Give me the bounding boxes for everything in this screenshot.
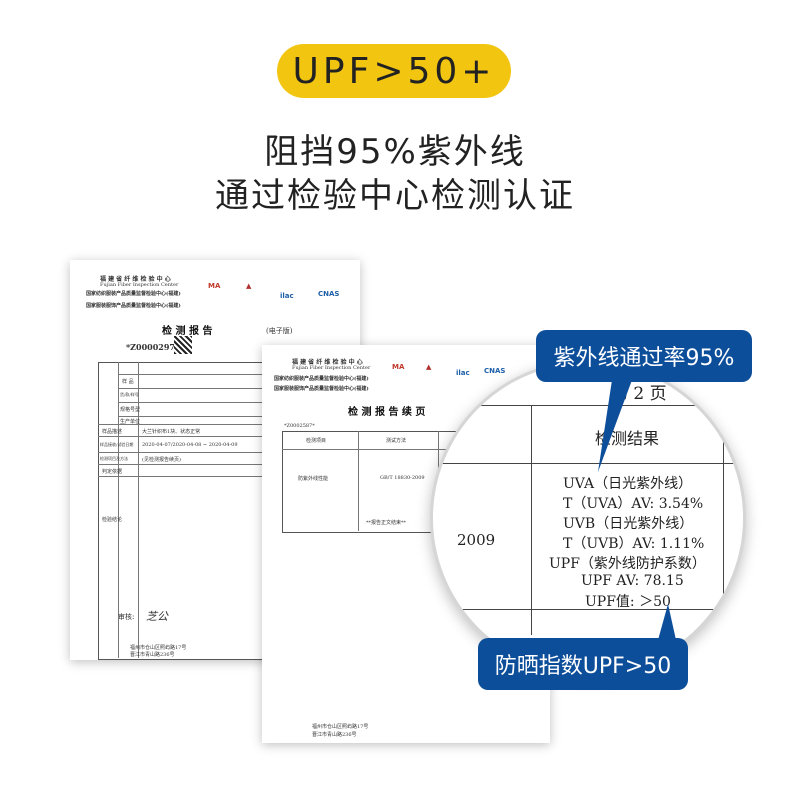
footer-address-2: 晋江市青山路236号 <box>130 652 175 658</box>
reviewer-label: 审核: <box>118 613 135 621</box>
row-label-method: 检测项目及方法 <box>100 456 128 461</box>
footer2-address-1: 福州市仓山区照屿路17号 <box>312 724 369 730</box>
test-dates: 2020-04-07/2020-04-08 ~ 2020-04-09 <box>142 442 238 448</box>
continuation-barcode: *Z0002587* <box>284 423 315 429</box>
ilac-logo-2: ▲ <box>426 363 432 371</box>
row-label-maker: 生产单位 <box>120 419 141 425</box>
headline-line-2: 通过检验中心检测认证 <box>215 176 575 216</box>
row-label-basis: 判定依据 <box>102 469 123 475</box>
col-header-item: 检测项目 <box>306 438 327 444</box>
center2-name-cn-2: 国家服装服饰产品质量监督检验中心(福建) <box>274 386 369 392</box>
mag-uva-value: T（UVA）AV: 3.54% <box>563 496 704 512</box>
row-label-sample: 样 品 <box>122 379 134 385</box>
test-method-note: (见检测报告续页) <box>142 457 181 463</box>
report-end-note: **报告正文结束** <box>366 520 407 526</box>
ilac-mra-logo-2: ilac <box>456 369 470 377</box>
mag-upf-rating: UPF值: ＞50 <box>585 594 671 610</box>
magnifier-lens: 第 2 页 检测结果 2009 UVA（日光紫外线） T（UVA）AV: 3.5… <box>430 360 746 676</box>
row-label-dates: 样品接收/试验日期 <box>100 442 134 447</box>
footer-address-1: 福州市仓山区照屿路17号 <box>130 645 187 651</box>
report-title: 检 测 报 告 <box>162 326 213 337</box>
ilac-mra-logo: ilac <box>280 292 294 300</box>
continuation-title: 检 测 报 告 续 页 <box>348 407 426 418</box>
bottom-callout-pointer <box>658 604 676 640</box>
test-item: 防紫外线性能 <box>298 476 329 482</box>
center-name-cn: 国家纺织服装产品质量监督检验中心(福建) <box>86 291 181 297</box>
uv-transmittance-callout: 紫外线通过率95% <box>536 330 752 382</box>
org-name-cn: 福 建 省 纤 维 检 验 中 心 <box>100 276 171 283</box>
col-header-method: 测试方法 <box>386 438 407 444</box>
row-label-size: 规格号型 <box>120 407 141 413</box>
upf-badge: UPF>50+ <box>277 44 511 98</box>
mag-uvb-label: UVB（日光紫外线） <box>563 516 694 532</box>
upf-index-callout: 防晒指数UPF>50 <box>478 638 688 690</box>
reviewer-signature: 芝公 <box>146 610 168 623</box>
report-barcode: *Z0000297* <box>126 342 180 352</box>
row-label-style: 货/款/样号 <box>120 392 139 397</box>
mag-upf-value: UPF AV: 78.15 <box>581 573 684 589</box>
ma-logo: MA <box>208 282 221 290</box>
org-name-en: Fujian Fiber Inspection Center <box>100 282 179 288</box>
test-standard: GB/T 18830-2009 <box>380 475 425 481</box>
center-name-cn-2: 国家纺织服装产品质量监督检验中心(福建) <box>274 376 369 382</box>
mag-upf-label: UPF（紫外线防护系数） <box>549 556 706 572</box>
mag-uvb-value: T（UVB）AV: 1.11% <box>563 536 705 552</box>
mag-uva-label: UVA（日光紫外线） <box>563 476 693 492</box>
org-name-en-2: Fujian Fiber Inspection Center <box>292 365 371 371</box>
headline-line-1: 阻挡95%紫外线 <box>264 132 526 172</box>
center2-name-cn: 国家服装服饰产品质量监督检验中心(福建) <box>86 303 181 309</box>
sample-description: 大兰针织布1块、状态正常 <box>142 429 201 435</box>
ilac-logo: ▲ <box>246 282 252 290</box>
org-name-cn-2: 福 建 省 纤 维 检 验 中 心 <box>292 359 363 366</box>
cnas-logo-2: CNAS <box>484 367 506 375</box>
footer2-address-2: 晋江市青山路236号 <box>312 732 357 738</box>
top-callout-pointer <box>598 380 632 472</box>
row-label-desc: 样品描述 <box>102 429 123 435</box>
cnas-logo: CNAS <box>318 290 340 298</box>
report-edition: (电子版) <box>266 327 293 335</box>
qr-code-icon <box>174 336 192 354</box>
ma-logo-2: MA <box>392 363 405 371</box>
row-label-conclusion: 检验结论 <box>102 517 123 523</box>
mag-standard-tail: 2009 <box>457 531 496 549</box>
